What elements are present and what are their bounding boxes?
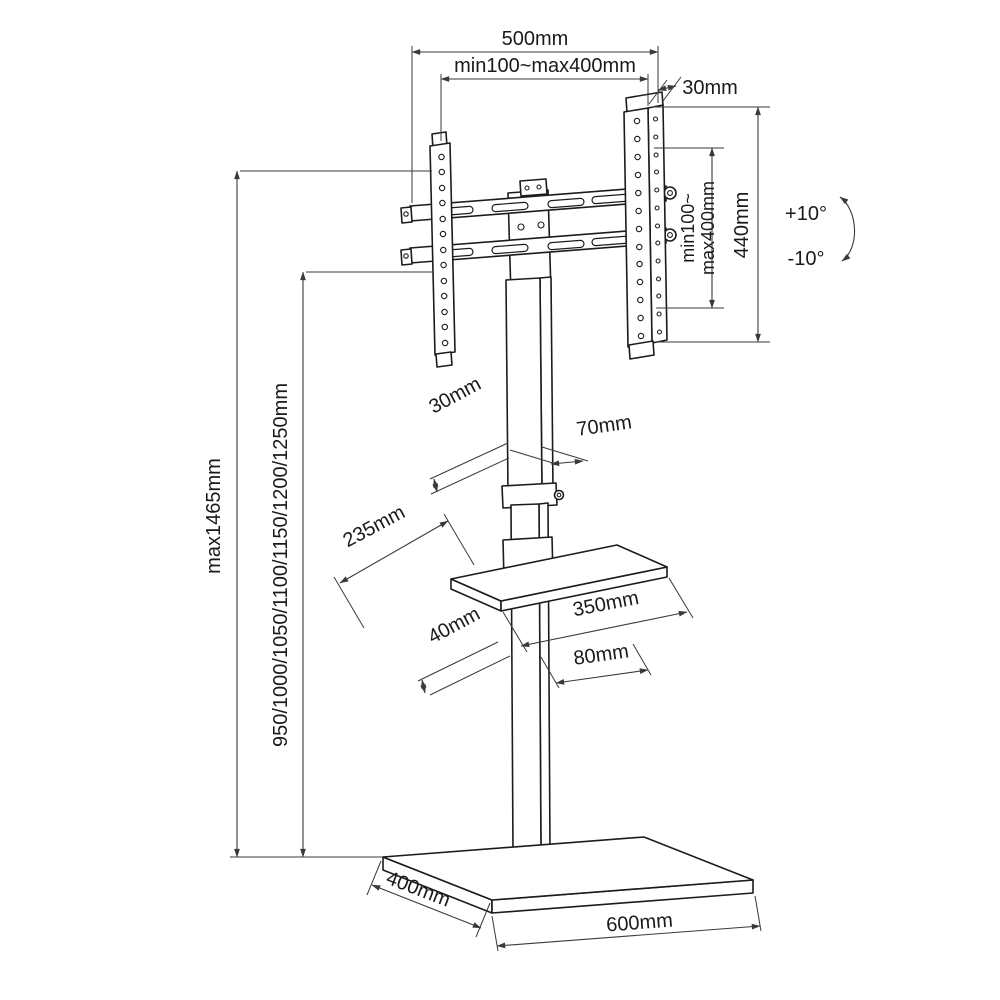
dim-vesa-horizontal: min100~max400mm — [440, 55, 649, 141]
dim-label-80mm: 80mm — [572, 640, 630, 670]
right-rail-front-holes — [633, 117, 645, 340]
dim-label-max-height: max1465mm — [203, 458, 225, 574]
bracket-screws — [517, 221, 545, 231]
right-rail-side-holes — [652, 116, 663, 335]
dim-height-positions: 950/1000/1050/1100/1150/1200/1250mm — [270, 271, 432, 858]
dim-label-600mm: 600mm — [605, 909, 673, 936]
dim-rail-depth: 30mm — [648, 76, 738, 105]
dim-label-440mm: 440mm — [731, 192, 753, 259]
telescopic-collar — [501, 482, 565, 509]
tilt-down-label: -10° — [788, 248, 825, 270]
dim-shelf-gap: 40mm — [417, 603, 511, 696]
dim-label-height-positions: 950/1000/1050/1100/1150/1200/1250mm — [270, 383, 292, 747]
tilt-indicator: +10° -10° — [785, 196, 856, 270]
tilt-up-label: +10° — [785, 203, 827, 225]
lower-crossbar — [400, 227, 677, 266]
dim-label-vesa-horizontal: min100~max400mm — [454, 55, 636, 77]
dim-label-500mm: 500mm — [502, 28, 569, 50]
dim-label-30mm-column: 30mm — [425, 373, 484, 419]
dim-base-width: 600mm — [491, 895, 762, 952]
dim-front-offset: 80mm — [540, 640, 652, 689]
dim-shelf-depth: 235mm — [333, 501, 475, 629]
dim-label-30mm-top: 30mm — [682, 77, 738, 99]
dim-rail-height: 440mm — [652, 106, 770, 343]
upper-column — [505, 276, 554, 495]
dim-label-vesa-vertical-1: min100~ — [678, 193, 698, 263]
dim-column-depth: 30mm — [425, 373, 510, 495]
left-rail-holes — [438, 153, 449, 347]
dim-label-vesa-vertical-2: max400mm — [698, 181, 718, 275]
dim-bracket-width: 500mm — [411, 28, 659, 203]
media-shelf — [450, 544, 668, 612]
left-vesa-rail — [429, 131, 456, 368]
right-vesa-rail — [623, 91, 668, 360]
tilt-arrow-arc — [839, 196, 856, 262]
dim-vesa-vertical: min100~ max400mm — [654, 147, 724, 309]
dim-label-70mm: 70mm — [575, 411, 633, 441]
dim-label-40mm: 40mm — [424, 603, 483, 649]
dim-max-height: max1465mm — [203, 170, 432, 858]
dim-label-235mm: 235mm — [340, 501, 409, 552]
